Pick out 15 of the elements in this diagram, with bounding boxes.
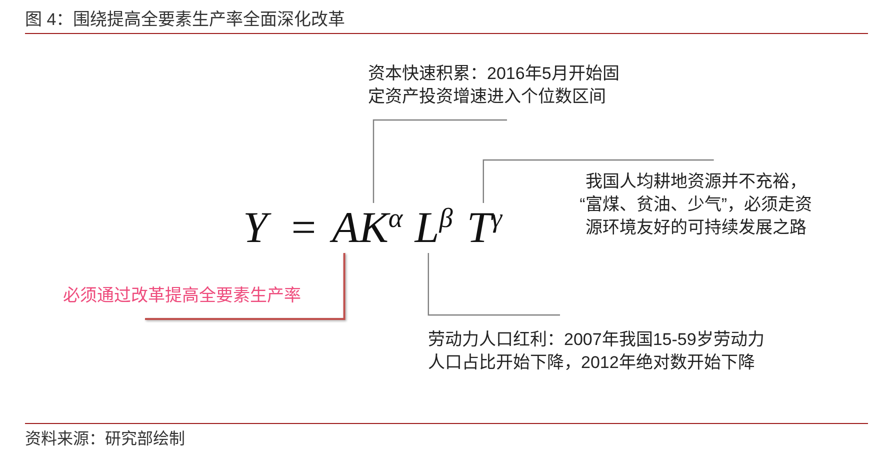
leader-line xyxy=(145,253,346,320)
formula-term: L$^{β}$ xyxy=(414,203,453,253)
source-note: 资料来源：研究部绘制 xyxy=(25,429,185,450)
leader-line xyxy=(428,253,560,316)
annotation-text: 我国人均耕地资源并不充裕，“富煤、贫油、少气”，必须走资源环境友好的可持续发展之路 xyxy=(578,170,813,239)
leader-line xyxy=(482,159,714,203)
annotation-text: 资本快速积累：2016年5月开始固定资产投资增速进入个位数区间 xyxy=(368,62,621,108)
formula-term: T$^{γ}$ xyxy=(466,203,502,253)
annotation-text: 劳动力人口红利：2007年我国15-59岁劳动力人口占比开始下降，2012年绝对数开始下降 xyxy=(428,328,766,374)
leader-line xyxy=(372,119,507,203)
formula-text: Y = xyxy=(243,203,318,253)
formula-term: K$^{α}$ xyxy=(359,203,403,253)
figure-title: 图 4：围绕提高全要素生产率全面深化改革 xyxy=(25,9,346,31)
formula-term: A xyxy=(332,203,360,253)
annotation-text: 必须通过改革提高全要素生产率 xyxy=(63,284,302,307)
